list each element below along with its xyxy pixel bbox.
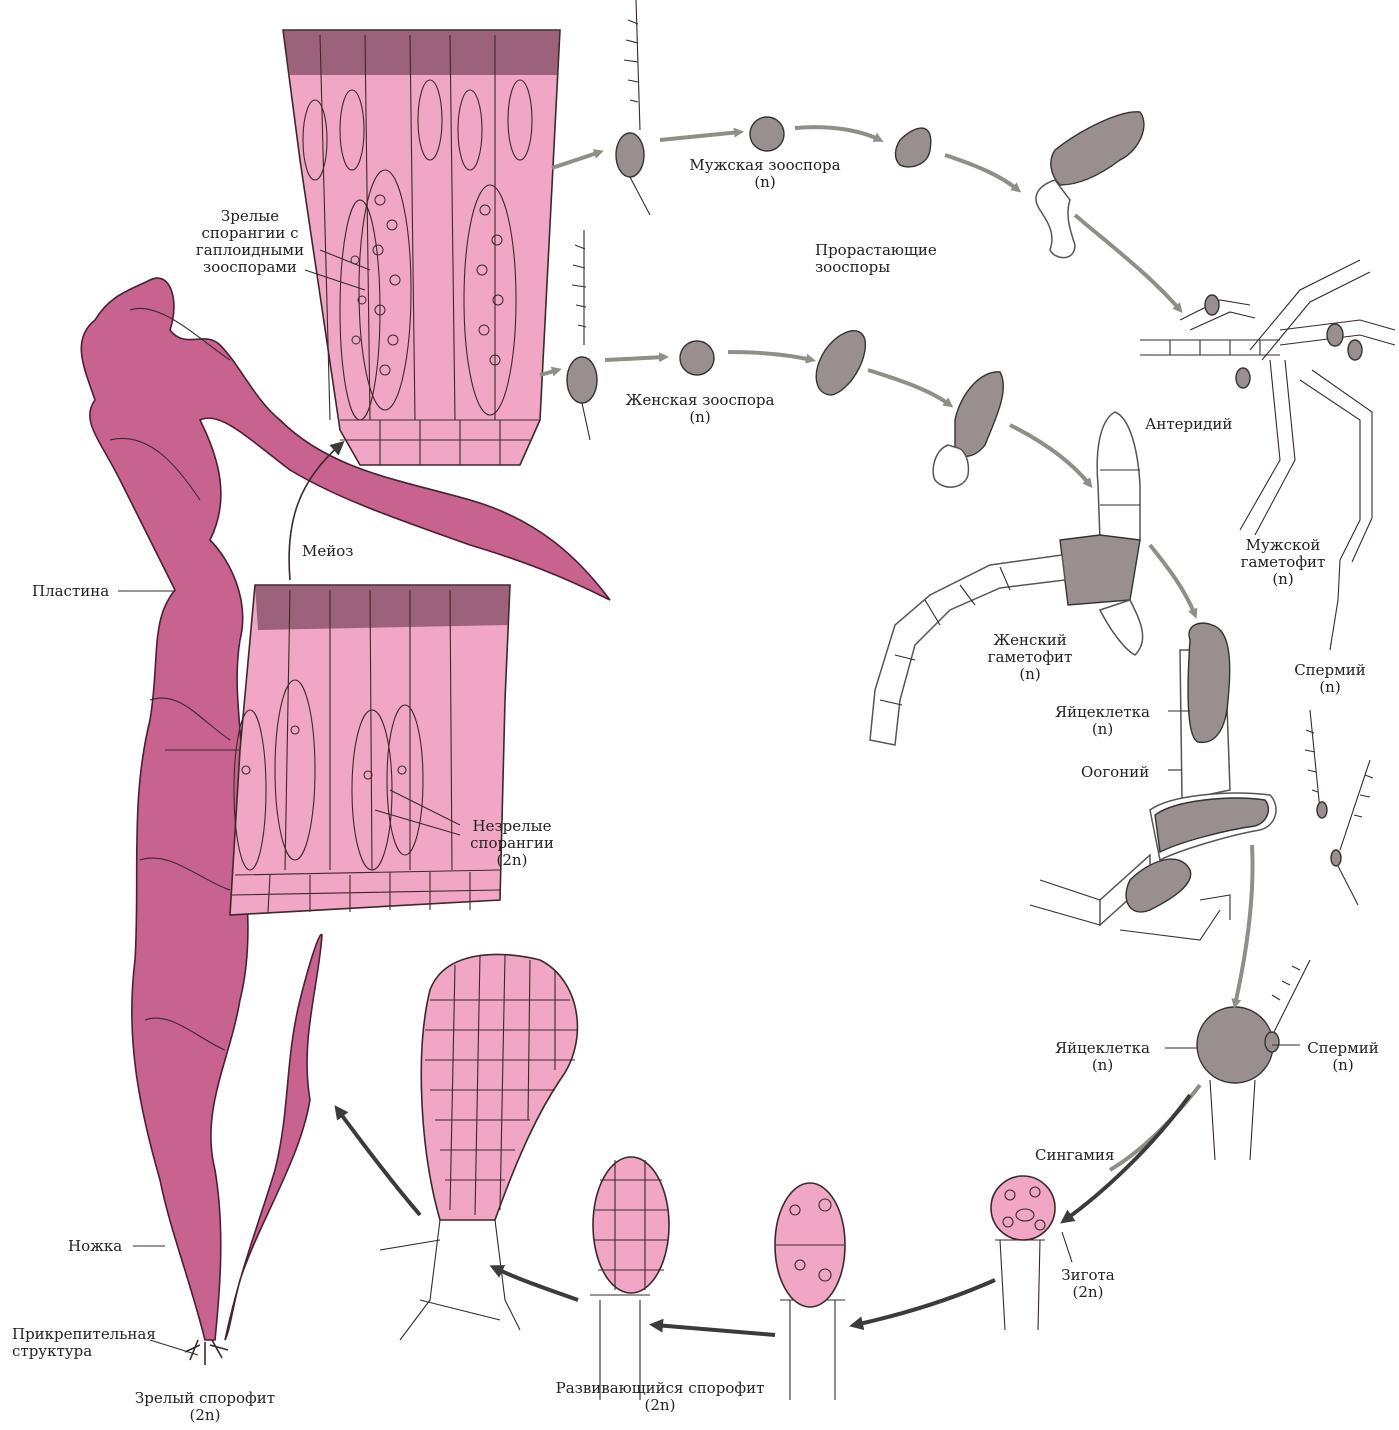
egg-upper-text: Яйцеклетка [1040, 704, 1165, 721]
sperm-upper-label: Спермий (n) [1280, 662, 1380, 696]
female-gametophyte [870, 412, 1143, 745]
female-zoospore-round [680, 341, 714, 375]
female-zoospore-germinating [816, 331, 865, 395]
developing-sporophyte-mid [590, 1157, 669, 1400]
sperm-upper-text: Спермий [1280, 662, 1380, 679]
male-zoospore-flagellate [616, 0, 650, 215]
immature-sporangia-line-1: Незрелые [462, 818, 562, 835]
male-zoospore-label: Мужская зооспора (n) [660, 157, 870, 191]
mature-sporophyte-text: Зрелый спорофит [105, 1390, 305, 1407]
germinating-zoospores-label: Прорастающие зооспоры [815, 242, 937, 276]
female-gametophyte-label: Женский гаметофит (n) [970, 632, 1090, 683]
male-gametophyte-label: Мужской гаметофит (n) [1228, 537, 1338, 588]
immature-sporangia-label: Незрелые спорангии (2n) [462, 818, 562, 869]
mature-sporangia-line-2: спорангии с [180, 225, 320, 242]
male-zoospore-text: Мужская зооспора [660, 157, 870, 174]
male-gametophyte-filaments [1140, 260, 1395, 650]
developing-sporophyte-early [775, 1183, 845, 1400]
male-gametophyte-line-1: Мужской [1228, 537, 1338, 554]
female-zoospore-text: Женская зооспора [595, 392, 805, 409]
sperm-upper-ploidy: (n) [1280, 679, 1380, 696]
egg-upper-label: Яйцеклетка (n) [1040, 704, 1165, 738]
holdfast-line-2: структура [12, 1343, 156, 1360]
egg-lower-ploidy: (n) [1040, 1057, 1165, 1074]
male-zoospore-ploidy: (n) [660, 174, 870, 191]
developing-sporophyte-label: Развивающийся спорофит (2n) [515, 1380, 805, 1414]
female-gametophyte-line-3: (n) [970, 666, 1090, 683]
blade-label: Пластина [32, 583, 109, 600]
developing-sporophyte-text: Развивающийся спорофит [515, 1380, 805, 1397]
free-sperm [1305, 710, 1373, 905]
male-zoospore-tube [1036, 112, 1144, 258]
male-gametophyte-line-3: (n) [1228, 571, 1338, 588]
egg-upper-ploidy: (n) [1040, 721, 1165, 738]
mature-sporophyte-ploidy: (2n) [105, 1407, 305, 1424]
mature-sporophyte-label: Зрелый спорофит (2n) [105, 1390, 305, 1424]
mature-sporangia-panel [283, 30, 560, 465]
female-gametophyte-line-2: гаметофит [970, 649, 1090, 666]
female-zoospore-tube [933, 372, 1003, 487]
egg-lower-text: Яйцеклетка [1040, 1040, 1165, 1057]
immature-sporangia-line-2: спорангии [462, 835, 562, 852]
germinating-zoospores-line-1: Прорастающие [815, 242, 937, 259]
zygote-text: Зигота [1048, 1267, 1128, 1284]
zygote-ploidy: (2n) [1048, 1284, 1128, 1301]
holdfast-label: Прикрепительная структура [12, 1326, 156, 1360]
zygote-label: Зигота (2n) [1048, 1267, 1128, 1301]
immature-sporangia-line-3: (2n) [462, 852, 562, 869]
egg-lower-label: Яйцеклетка (n) [1040, 1040, 1165, 1074]
fertilization [1197, 960, 1310, 1160]
meiosis-label: Мейоз [302, 543, 353, 560]
stipe-label: Ножка [68, 1238, 122, 1255]
sperm-lower-ploidy: (n) [1298, 1057, 1388, 1074]
young-sporophyte [380, 954, 578, 1340]
holdfast-line-1: Прикрепительная [12, 1326, 156, 1343]
syngamy-label: Сингамия [1035, 1147, 1114, 1164]
germinating-zoospores-line-2: зооспоры [815, 259, 937, 276]
female-gametophyte-line-1: Женский [970, 632, 1090, 649]
oogonium-label: Оогоний [1081, 764, 1149, 781]
mature-sporangia-line-1: Зрелые [180, 208, 320, 225]
sperm-lower-label: Спермий (n) [1298, 1040, 1388, 1074]
mature-sporangia-label: Зрелые спорангии с гаплоидными зооспорам… [180, 208, 320, 276]
developing-sporophyte-ploidy: (2n) [515, 1397, 805, 1414]
mature-sporangia-line-4: зооспорами [180, 259, 320, 276]
female-zoospore-label: Женская зооспора (n) [595, 392, 805, 426]
female-zoospore-flagellate [567, 230, 597, 440]
male-zoospore-round [750, 117, 784, 151]
mature-sporangia-line-3: гаплоидными [180, 242, 320, 259]
female-zoospore-ploidy: (n) [595, 409, 805, 426]
sperm-lower-text: Спермий [1298, 1040, 1388, 1057]
male-gametophyte-line-2: гаметофит [1228, 554, 1338, 571]
male-zoospore-germinating [895, 128, 930, 167]
zygote [991, 1176, 1055, 1330]
antheridium-label: Антеридий [1145, 416, 1232, 433]
